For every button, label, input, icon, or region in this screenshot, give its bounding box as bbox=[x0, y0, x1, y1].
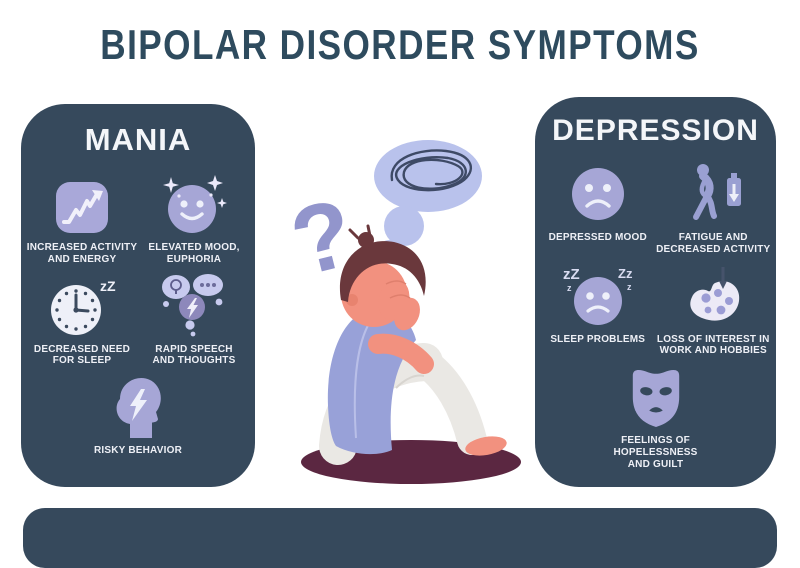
zz-text: zZ bbox=[563, 266, 580, 283]
symptom-decreased-sleep: zZ DECREASED NEED FOR SLEEP bbox=[26, 275, 138, 368]
symptom-fatigue: FATIGUE AND DECREASED ACTIVITY bbox=[656, 163, 772, 256]
symptom-elevated-mood: ELEVATED MOOD, EUPHORIA bbox=[138, 173, 250, 266]
symptom-sleep-problems: zZ Zz z z SLEEP PROBLEMS bbox=[540, 265, 656, 358]
symptom-label: DECREASED NEED FOR SLEEP bbox=[33, 343, 131, 367]
zz-text: zZ bbox=[100, 278, 116, 294]
palette-icon bbox=[690, 266, 740, 321]
thought-bubbles-icon bbox=[162, 273, 223, 336]
depression-symptom-grid: DEPRESSED MOOD FATIGUE bbox=[535, 163, 776, 471]
sad-face-icon bbox=[571, 168, 624, 220]
mania-symptom-grid: INCREASED ACTIVITY AND ENERGY ELEVATED M… bbox=[21, 173, 255, 457]
symptom-label: ELEVATED MOOD, EUPHORIA bbox=[148, 242, 240, 265]
symptom-depressed-mood: DEPRESSED MOOD bbox=[540, 163, 656, 256]
symptom-hopelessness: FEELINGS OF HOPELESSNESS AND GUILT bbox=[540, 366, 771, 470]
symptom-label: DEPRESSED MOOD bbox=[548, 232, 647, 243]
svg-text:z: z bbox=[627, 282, 632, 292]
symptom-label: RAPID SPEECH AND THOUGHTS bbox=[152, 343, 236, 367]
sparkle-icon bbox=[163, 177, 179, 193]
symptom-increased-activity: INCREASED ACTIVITY AND ENERGY bbox=[26, 173, 138, 266]
tangled-scribble bbox=[390, 149, 472, 192]
down-arrow-icon bbox=[719, 266, 728, 289]
symptom-label: FEELINGS OF HOPELESSNESS AND GUILT bbox=[613, 435, 698, 470]
sleepy-sad-face-icon: zZ Zz z z bbox=[563, 266, 633, 325]
zz-text: Zz bbox=[618, 266, 633, 281]
symptom-risky-behavior: RISKY BEHAVIOR bbox=[26, 376, 250, 457]
symptom-label: SLEEP PROBLEMS bbox=[550, 333, 646, 345]
symptom-rapid-speech: RAPID SPEECH AND THOUGHTS bbox=[138, 273, 250, 368]
clock-icon: zZ bbox=[51, 278, 116, 335]
sad-mask-icon bbox=[632, 370, 679, 428]
symptom-label: LOSS OF INTEREST IN WORK AND HOBBIES bbox=[656, 333, 770, 357]
trend-up-icon bbox=[56, 182, 108, 233]
person bbox=[301, 224, 521, 484]
sparkle-icon bbox=[217, 198, 227, 208]
symptom-label: FATIGUE AND DECREASED ACTIVITY bbox=[656, 232, 771, 255]
head-lightning-icon bbox=[116, 378, 161, 439]
symptom-loss-of-interest: LOSS OF INTEREST IN WORK AND HOBBIES bbox=[656, 265, 772, 358]
mania-panel: MANIA INCREASED ACTIVITY AND ENERGY bbox=[21, 104, 255, 487]
symptom-label: INCREASED ACTIVITY AND ENERGY bbox=[26, 242, 138, 265]
sparkle-icon bbox=[207, 175, 223, 191]
depression-heading: DEPRESSION bbox=[552, 114, 759, 147]
euphoric-smiley-icon bbox=[163, 175, 227, 233]
symptom-label: RISKY BEHAVIOR bbox=[93, 445, 182, 457]
distressed-person-illustration: ? bbox=[281, 140, 521, 484]
fatigue-person-icon bbox=[693, 164, 742, 220]
svg-text:z: z bbox=[567, 283, 572, 293]
depression-panel: DEPRESSION DEPRESSED MOOD bbox=[535, 97, 776, 487]
low-battery-icon bbox=[727, 173, 742, 206]
mania-heading: MANIA bbox=[84, 122, 192, 157]
bottom-banner bbox=[23, 508, 777, 568]
page-title: BIPOLAR DISORDER SYMPTOMS bbox=[100, 22, 700, 68]
